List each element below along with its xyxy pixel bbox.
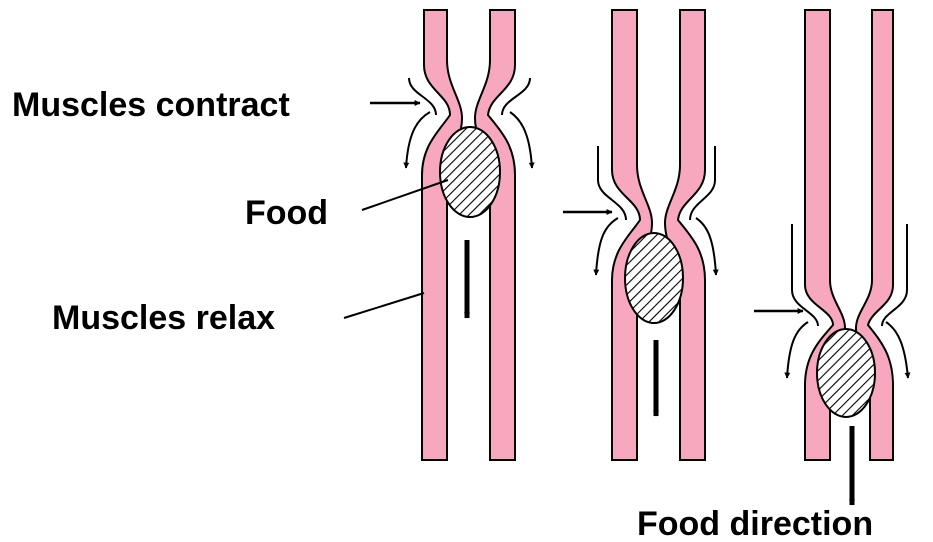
stage-3 [754,10,908,505]
food-bolus [440,127,500,217]
esophagus-wall-right [475,10,515,460]
food-bolus [625,233,683,323]
label-muscles-relax: Muscles relax [52,299,275,337]
stage-1 [406,10,532,460]
stage-2 [563,10,716,460]
food-bolus [817,329,875,417]
curved-arrow-icon [787,322,808,378]
esophagus-wall-right [665,10,705,460]
label-food: Food [245,194,328,232]
label-food-direction: Food direction [637,505,873,542]
label-muscles-contract: Muscles contract [12,86,290,124]
esophagus-wall-left [422,10,462,460]
muscles-relax-pointer-line [344,293,424,318]
